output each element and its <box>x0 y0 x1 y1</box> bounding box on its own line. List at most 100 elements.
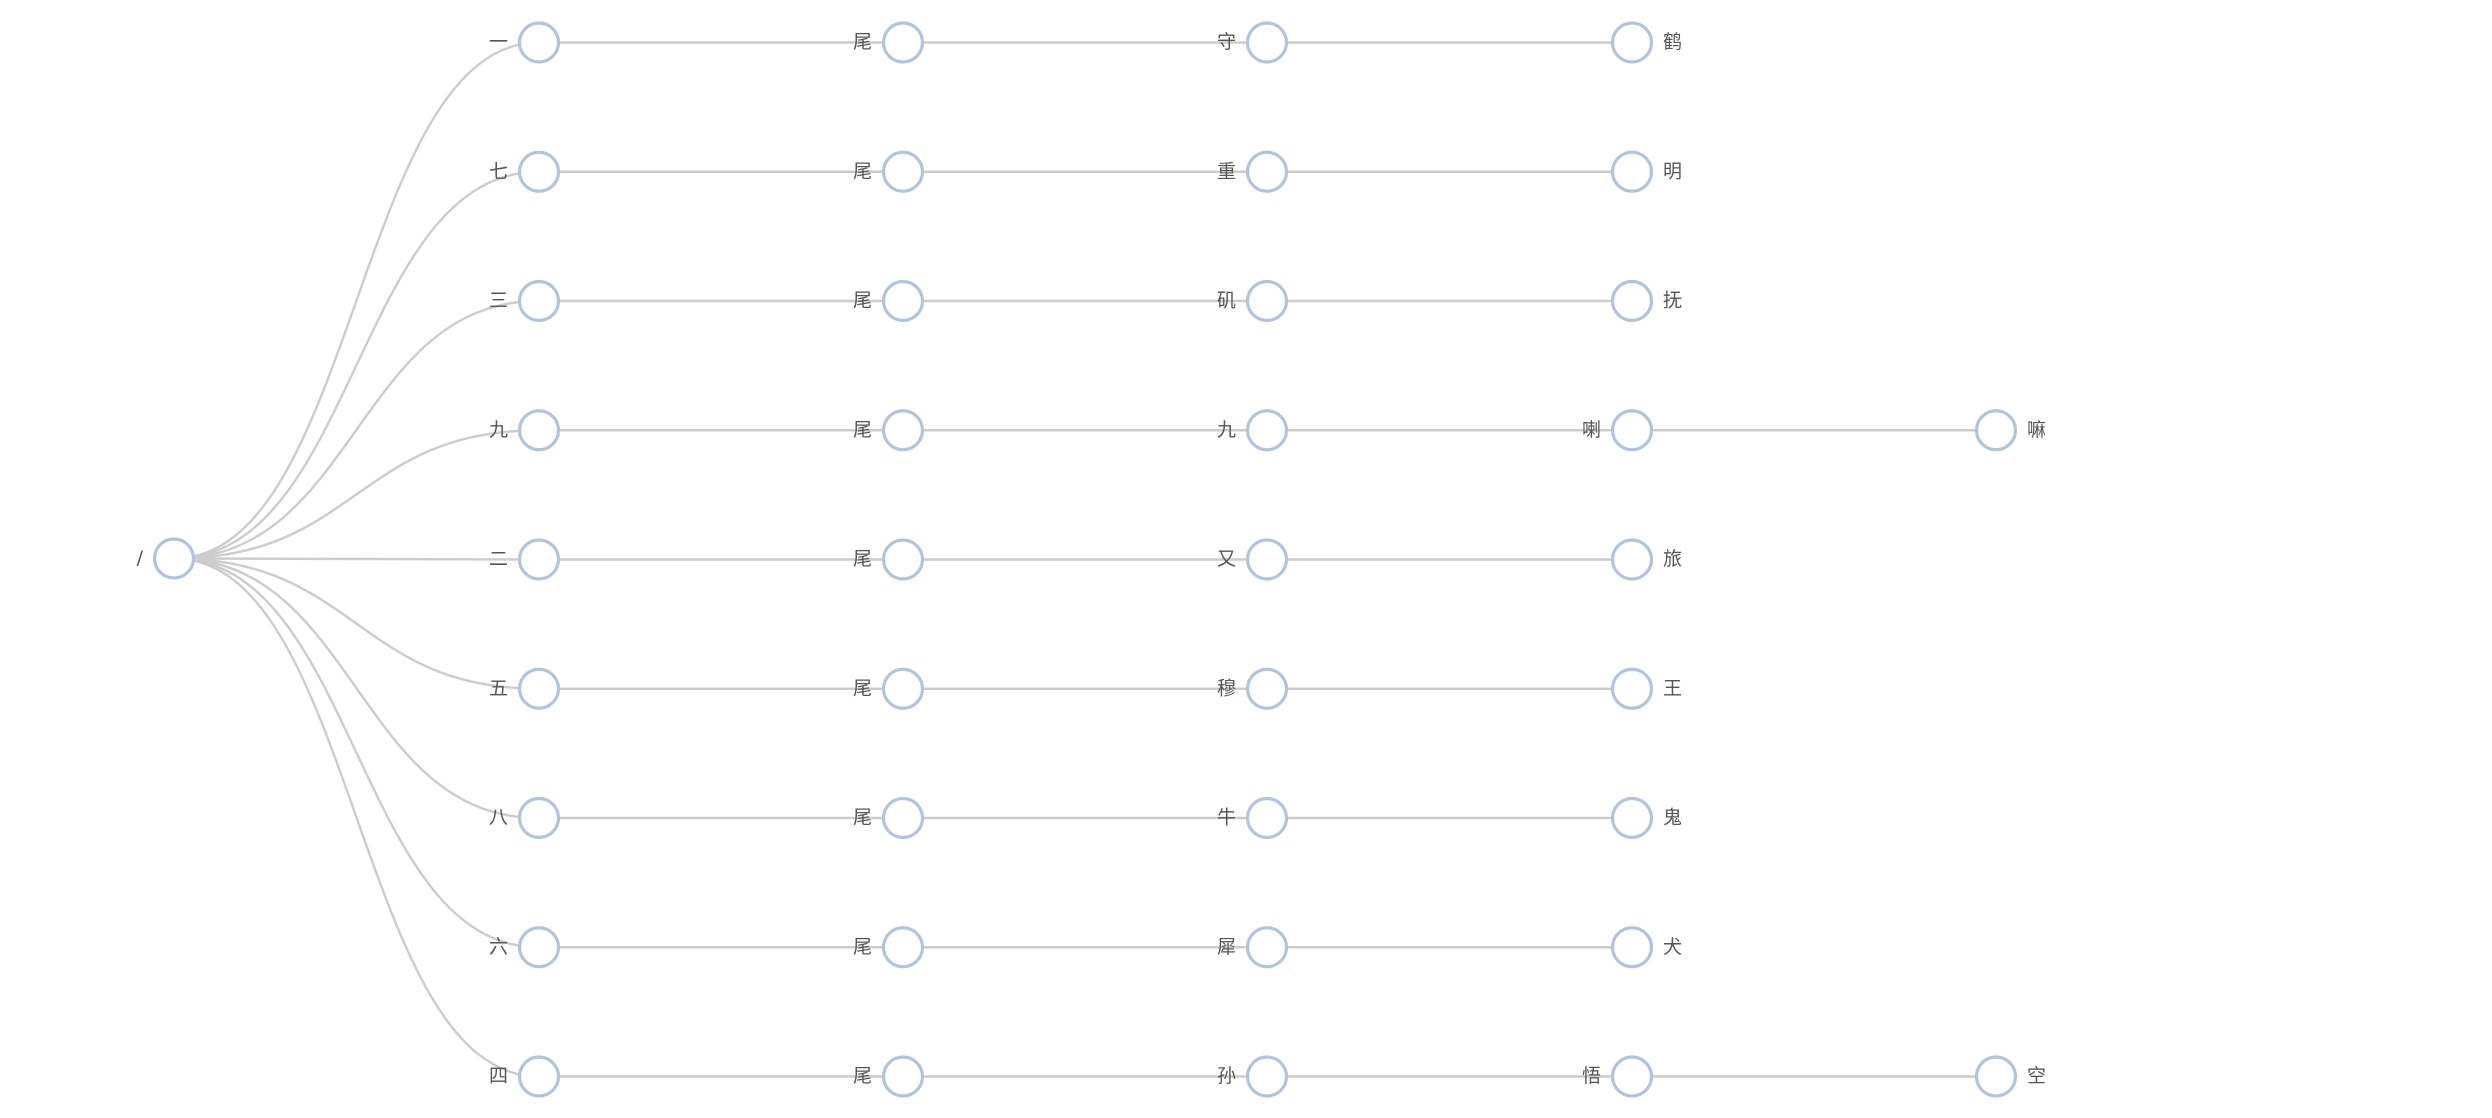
tree-node[interactable]: 尾 <box>853 409 925 452</box>
tree-node[interactable]: 空 <box>1974 1055 2047 1098</box>
tree-link <box>173 299 540 560</box>
tree-link <box>173 557 540 561</box>
tree-node[interactable]: 喇 <box>1582 409 1654 452</box>
tree-node[interactable]: 牛 <box>1217 796 1289 840</box>
node-label: 九 <box>489 419 508 441</box>
node-label: 穆 <box>1217 677 1236 699</box>
node-circle[interactable] <box>517 279 561 323</box>
node-circle[interactable] <box>881 1055 925 1098</box>
node-label: 尾 <box>853 1065 872 1087</box>
node-circle[interactable] <box>881 926 925 969</box>
node-circle[interactable] <box>881 796 925 840</box>
tree-node[interactable]: 鬼 <box>1610 796 1683 840</box>
tree-node[interactable]: 又 <box>1217 538 1289 581</box>
node-circle[interactable] <box>1245 796 1289 840</box>
node-label: 八 <box>489 807 508 829</box>
tree-node[interactable]: 九 <box>1217 409 1289 452</box>
node-circle[interactable] <box>1610 21 1654 64</box>
tree-link <box>173 557 540 690</box>
tree-node[interactable]: 尾 <box>853 926 925 969</box>
tree-node[interactable]: 旅 <box>1610 538 1683 581</box>
node-label: 六 <box>489 936 508 958</box>
tree-node[interactable]: 尾 <box>853 150 925 193</box>
node-circle[interactable] <box>1245 538 1289 581</box>
tree-node[interactable]: 三 <box>489 279 561 323</box>
node-label: 一 <box>489 31 508 53</box>
node-circle[interactable] <box>1610 926 1654 969</box>
node-circle[interactable] <box>1245 150 1289 193</box>
node-label: 鬼 <box>1663 807 1682 829</box>
node-circle[interactable] <box>1974 409 2018 452</box>
node-circle[interactable] <box>881 409 925 452</box>
tree-node[interactable]: 抚 <box>1610 279 1683 323</box>
node-circle[interactable] <box>1610 150 1654 193</box>
node-circle[interactable] <box>1610 409 1654 452</box>
tree-node[interactable]: 穆 <box>1217 667 1289 710</box>
tree-node[interactable]: 明 <box>1610 150 1683 193</box>
tree-node[interactable]: 尾 <box>853 667 925 710</box>
tree-node[interactable]: / <box>137 537 196 580</box>
node-circle[interactable] <box>517 538 561 581</box>
node-circle[interactable] <box>881 667 925 710</box>
node-circle[interactable] <box>517 926 561 969</box>
tree-node[interactable]: 尾 <box>853 1055 925 1098</box>
links-layer <box>173 41 1996 1078</box>
node-circle[interactable] <box>881 21 925 64</box>
node-circle[interactable] <box>881 538 925 581</box>
tree-node[interactable]: 六 <box>489 926 561 969</box>
tree-node[interactable]: 犬 <box>1610 926 1683 969</box>
node-circle[interactable] <box>517 150 561 193</box>
tree-node[interactable]: 孙 <box>1217 1055 1289 1098</box>
node-label: 犀 <box>1217 936 1236 958</box>
node-circle[interactable] <box>517 667 561 710</box>
tree-node[interactable]: 重 <box>1217 150 1289 193</box>
node-circle[interactable] <box>1610 796 1654 840</box>
node-label: 二 <box>489 548 508 570</box>
node-circle[interactable] <box>1245 409 1289 452</box>
tree-node[interactable]: 犀 <box>1217 926 1289 969</box>
node-circle[interactable] <box>517 1055 561 1098</box>
tree-node[interactable]: 尾 <box>853 796 925 840</box>
tree-node[interactable]: 王 <box>1610 667 1683 710</box>
node-circle[interactable] <box>1245 21 1289 64</box>
tree-node[interactable]: 尾 <box>853 279 925 323</box>
tree-node[interactable]: 矶 <box>1217 279 1289 323</box>
tree-node[interactable]: 尾 <box>853 21 925 64</box>
tree-node[interactable]: 八 <box>489 796 561 840</box>
node-circle[interactable] <box>517 409 561 452</box>
node-circle[interactable] <box>1245 926 1289 969</box>
node-circle[interactable] <box>1245 1055 1289 1098</box>
node-label: 旅 <box>1663 548 1682 570</box>
node-label: 七 <box>489 160 508 182</box>
node-label: 嘛 <box>2027 419 2046 441</box>
node-circle[interactable] <box>1610 667 1654 710</box>
node-circle[interactable] <box>1245 667 1289 710</box>
tree-node[interactable]: 嘛 <box>1974 409 2047 452</box>
tree-node[interactable]: 九 <box>489 409 561 452</box>
tree-link <box>173 170 540 560</box>
node-label: 尾 <box>853 548 872 570</box>
node-circle[interactable] <box>1610 538 1654 581</box>
node-circle[interactable] <box>1974 1055 2018 1098</box>
tree-link <box>173 557 540 949</box>
tree-node[interactable]: 尾 <box>853 538 925 581</box>
tree-node[interactable]: 悟 <box>1582 1055 1654 1098</box>
node-label: 守 <box>1217 31 1236 53</box>
node-label: / <box>137 547 144 569</box>
node-circle[interactable] <box>517 21 561 64</box>
tree-node[interactable]: 鹤 <box>1610 21 1683 64</box>
node-circle[interactable] <box>1610 1055 1654 1098</box>
tree-node[interactable]: 七 <box>489 150 561 193</box>
node-circle[interactable] <box>517 796 561 840</box>
tree-node[interactable]: 二 <box>489 538 561 581</box>
node-circle[interactable] <box>152 537 196 580</box>
tree-node[interactable]: 四 <box>489 1055 561 1098</box>
node-circle[interactable] <box>1245 279 1289 323</box>
tree-node[interactable]: 五 <box>489 667 561 710</box>
tree-node[interactable]: 守 <box>1217 21 1289 64</box>
node-circle[interactable] <box>881 150 925 193</box>
node-circle[interactable] <box>1610 279 1654 323</box>
tree-node[interactable]: 一 <box>489 21 561 64</box>
node-circle[interactable] <box>881 279 925 323</box>
